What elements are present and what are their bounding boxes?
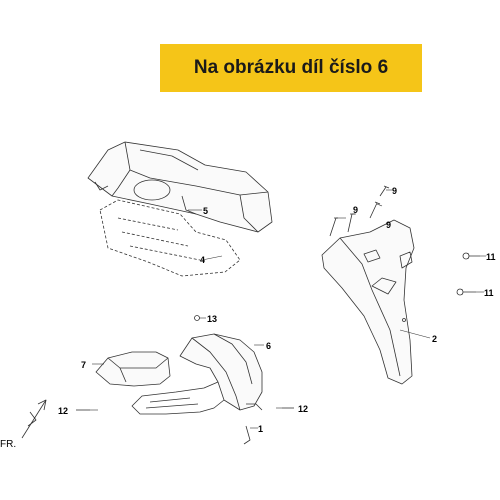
part-5-upper-tray: [87, 141, 273, 233]
callout-4: 4: [200, 255, 205, 265]
callout-2: 2: [432, 334, 437, 344]
callout-5: 5: [203, 206, 208, 216]
callout-6: 6: [266, 341, 271, 351]
leader-lines: [90, 189, 486, 429]
part-4-under-panel: [99, 199, 241, 277]
callout-12-left: 12: [58, 406, 68, 416]
callout-11-top: 11: [486, 252, 496, 262]
callout-13: 13: [207, 314, 217, 324]
callout-9-top: 9: [392, 186, 397, 196]
callout-11-bottom: 11: [484, 288, 494, 298]
callout-7: 7: [81, 360, 86, 370]
banner-text: Na obrázku díl číslo 6: [193, 57, 389, 78]
fr-label: FR.: [0, 439, 16, 450]
fasteners: [76, 315, 294, 445]
front-direction-arrow: [21, 399, 47, 439]
part-2-rear-fender: [321, 219, 415, 385]
callout-1: 1: [258, 424, 263, 434]
part-7-cover: [95, 351, 171, 387]
part-number-banner: Na obrázku díl číslo 6: [160, 44, 422, 92]
callout-9-mid: 9: [386, 220, 391, 230]
callout-9-left: 9: [353, 205, 358, 215]
part-6-front-fender: [131, 333, 263, 415]
callout-12-right: 12: [298, 404, 308, 414]
bolts-11: [456, 252, 480, 296]
